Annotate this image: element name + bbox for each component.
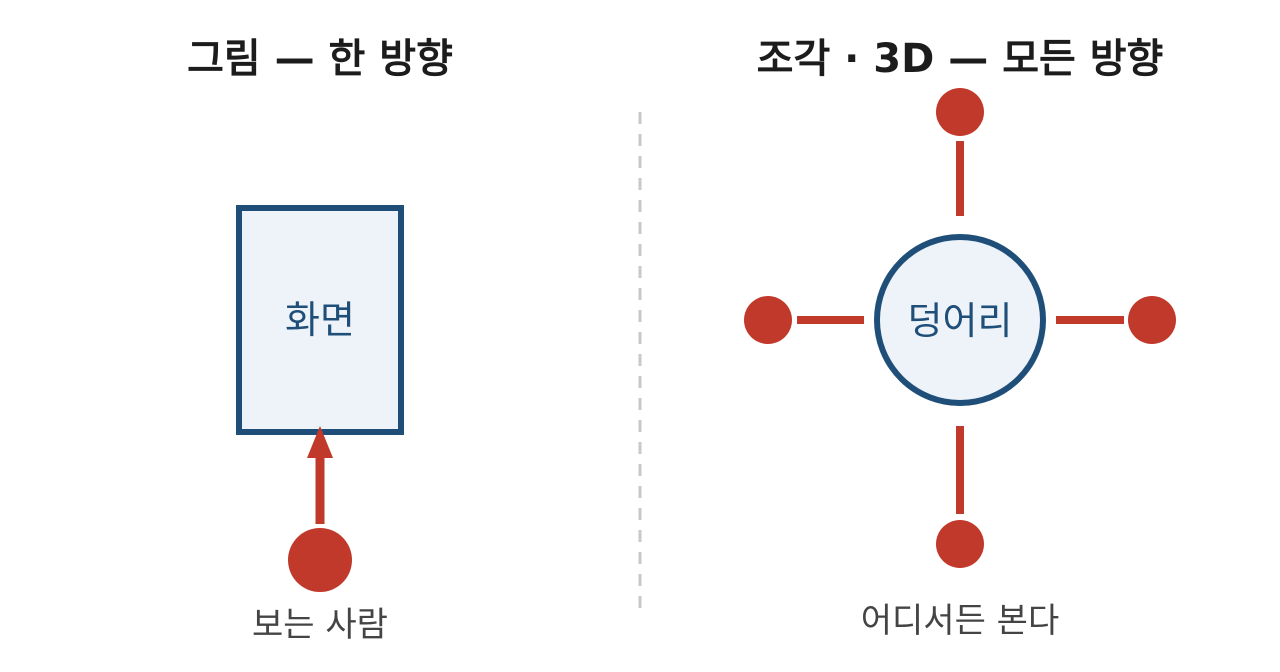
mass-circle <box>874 234 1046 406</box>
left-panel-caption: 보는 사람 <box>252 605 388 645</box>
viewer-dot-left <box>744 296 792 344</box>
left-panel-title: 그림 — 한 방향 <box>187 36 453 82</box>
left-panel: 그림 — 한 방향 화면 보는 사람 <box>187 36 453 645</box>
viewer-dot-right <box>1128 296 1176 344</box>
right-panel-caption: 어디서든 본다 <box>861 601 1060 641</box>
viewer-arrowhead-icon <box>307 426 333 458</box>
viewer-dot <box>288 528 352 592</box>
screen-rectangle <box>236 205 404 435</box>
viewer-dot-top <box>936 88 984 136</box>
mass-label: 덩어리 <box>908 299 1013 343</box>
right-panel-title: 조각 · 3D — 모든 방향 <box>757 36 1164 82</box>
viewer-dot-bottom <box>936 520 984 568</box>
right-panel: 조각 · 3D — 모든 방향 덩어리 어디서든 본다 <box>744 36 1176 641</box>
screen-label: 화면 <box>285 298 355 342</box>
